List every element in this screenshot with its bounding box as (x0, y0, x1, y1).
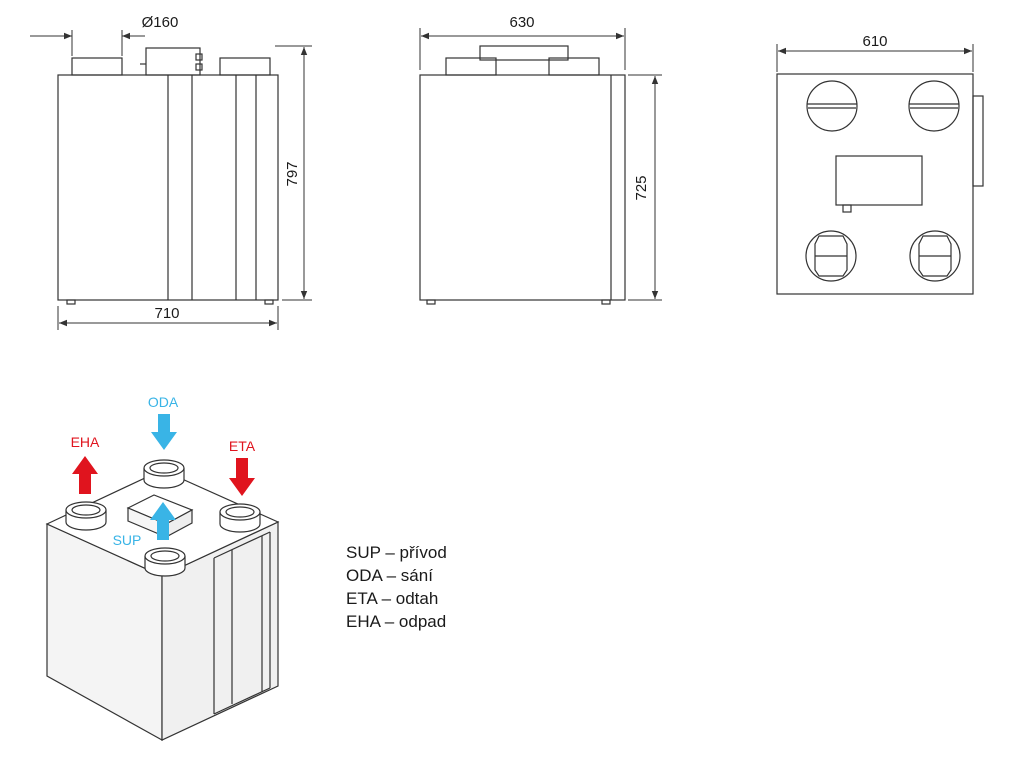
front-duct-right (219, 57, 271, 76)
top-port-lower-left (805, 230, 857, 282)
iso-duct-left (65, 501, 107, 531)
side-duct-center (479, 45, 569, 61)
side-height-label: 725 (633, 175, 650, 200)
legend-item-eta: ETA – odtah (346, 589, 439, 608)
iso-duct-top (143, 459, 185, 489)
side-width-label: 630 (509, 14, 534, 31)
sup-label: SUP (113, 532, 142, 548)
top-width-label: 610 (862, 33, 887, 50)
legend-item-oda: ODA – sání (346, 566, 433, 585)
legend: SUP – přívod ODA – sání ETA – odtah EHA … (346, 541, 447, 633)
top-port-upper-left (806, 80, 858, 132)
side-view (419, 45, 626, 305)
front-height-label: 797 (284, 161, 301, 186)
sup-arrow (150, 502, 176, 540)
front-duct-center (145, 47, 201, 76)
iso-duct-bottom (144, 547, 186, 577)
duct-diameter-label: Ø160 (142, 14, 179, 31)
legend-item-eha: EHA – odpad (346, 612, 447, 631)
eta-arrow (229, 458, 255, 496)
top-port-upper-right (908, 80, 960, 132)
eha-label: EHA (71, 434, 100, 450)
oda-arrow (151, 414, 177, 450)
side-body (419, 74, 626, 301)
flow-arrows (72, 414, 255, 540)
top-dimensions (776, 44, 974, 72)
top-control-box (835, 155, 923, 206)
front-dimensions (30, 30, 312, 330)
oda-label: ODA (148, 394, 179, 410)
eta-label: ETA (229, 438, 256, 454)
legend-item-sup: SUP – přívod (346, 543, 447, 562)
side-dimensions (419, 28, 662, 301)
front-view (57, 47, 279, 305)
front-duct-left (71, 57, 123, 76)
top-port-lower-right (909, 230, 961, 282)
eha-arrow (72, 456, 98, 494)
front-width-label: 710 (154, 305, 179, 322)
top-view (776, 73, 984, 295)
iso-duct-right (219, 503, 261, 533)
